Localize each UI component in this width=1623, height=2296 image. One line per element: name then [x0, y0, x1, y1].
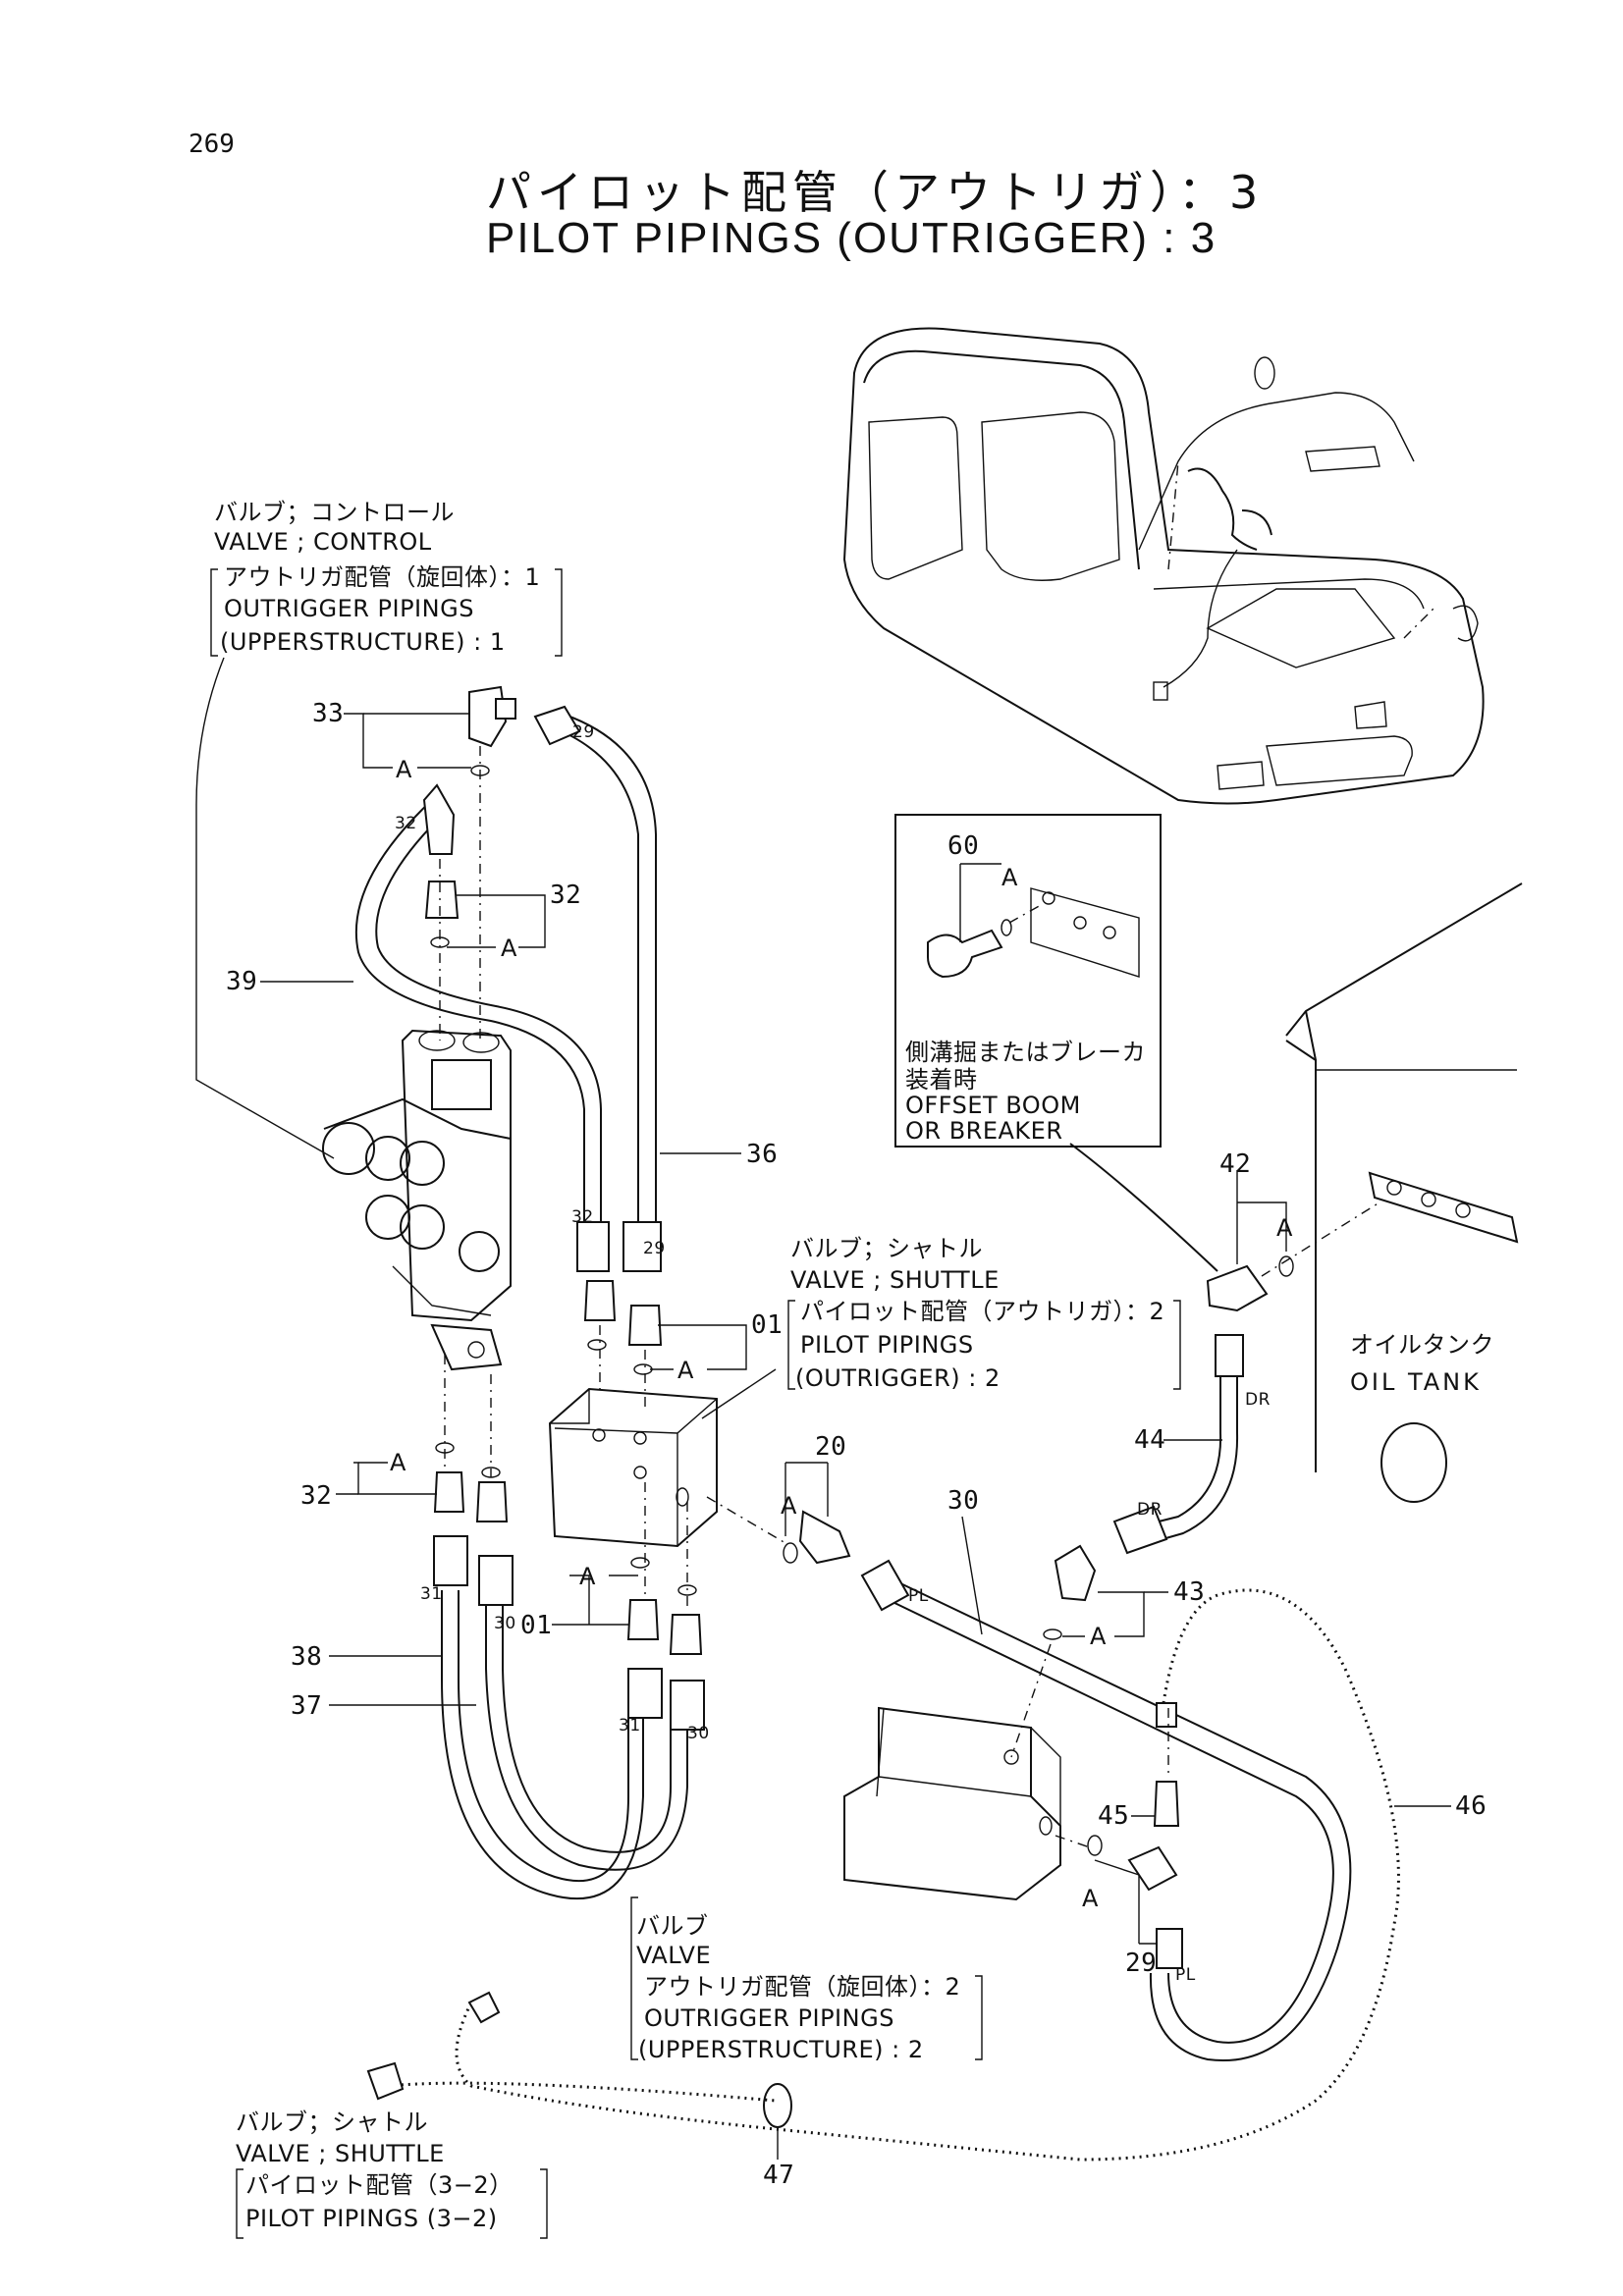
note-shuttle-valve-jp: バルブ；シャトル: [790, 1235, 983, 1262]
callout-60: 60: [947, 831, 980, 861]
label-a: A: [501, 934, 517, 962]
note-shuttle-valve-ref-en2: (OUTRIGGER) : 2: [795, 1364, 1001, 1392]
callout-32-lower: 32: [300, 1481, 333, 1511]
note-shuttle-valve-2-en: VALVE ; SHUTTLE: [236, 2140, 445, 2167]
label-hose-29: 29: [643, 1239, 666, 1258]
label-hose-31: 31: [619, 1716, 641, 1735]
note-brackets: [210, 568, 1181, 2239]
note-shuttle-valve-2-jp: バルブ；シャトル: [236, 2109, 428, 2136]
callout-45: 45: [1098, 1801, 1130, 1831]
note-control-valve-ref-en1: OUTRIGGER PIPINGS: [224, 595, 474, 622]
note-offset-boom-en2: OR BREAKER: [905, 1117, 1063, 1145]
label-a: A: [1082, 1885, 1099, 1912]
label-dr: DR: [1137, 1500, 1163, 1520]
note-shuttle-valve-ref-en1: PILOT PIPINGS: [800, 1331, 974, 1359]
callout-33: 33: [312, 699, 345, 728]
callout-20: 20: [815, 1432, 847, 1462]
note-control-valve-ref-en2: (UPPERSTRUCTURE) : 1: [220, 628, 506, 656]
page-number: 269: [189, 130, 235, 159]
note-control-valve-ref-jp: アウトリガ配管（旋回体）：1: [224, 563, 541, 591]
note-oil-tank-jp: オイルタンク: [1350, 1331, 1494, 1359]
callout-32-upper: 32: [550, 881, 582, 910]
label-hose-31: 31: [420, 1584, 443, 1604]
label-a: A: [781, 1492, 797, 1520]
label-a: A: [1001, 864, 1018, 891]
note-offset-boom-jp2: 装着時: [905, 1066, 978, 1094]
offset-boom-inset: [894, 814, 1162, 1148]
note-offset-boom-en1: OFFSET BOOM: [905, 1092, 1081, 1119]
label-pl: PL: [1175, 1965, 1196, 1985]
title-japanese: パイロット配管（アウトリガ）：3: [486, 166, 1265, 219]
label-hose-30: 30: [494, 1614, 516, 1633]
control-valve: [322, 1029, 512, 1371]
label-hose-30: 30: [687, 1724, 710, 1743]
callout-38: 38: [291, 1642, 323, 1672]
callout-01-upper: 01: [751, 1310, 784, 1340]
callout-44: 44: [1134, 1425, 1166, 1455]
note-offset-boom-jp1: 側溝掘またはブレーカ: [905, 1039, 1146, 1066]
title-english: PILOT PIPINGS (OUTRIGGER) : 3: [486, 214, 1217, 262]
excavator-upperstructure: [842, 327, 1485, 805]
label-a: A: [677, 1357, 694, 1384]
note-shuttle-valve-en: VALVE ; SHUTTLE: [790, 1266, 1000, 1294]
label-a: A: [390, 1449, 406, 1476]
fittings: [366, 685, 1269, 2128]
callout-37: 37: [291, 1691, 323, 1721]
note-valve-ref-jp: アウトリガ配管（旋回体）：2: [644, 1973, 961, 2001]
callout-36: 36: [746, 1140, 779, 1169]
note-shuttle-valve-ref-jp: パイロット配管（アウトリガ）：2: [800, 1298, 1165, 1325]
shuttle-valve-block: [548, 1387, 718, 1548]
note-oil-tank-en: OIL TANK: [1350, 1368, 1482, 1396]
callout-39: 39: [226, 967, 258, 996]
callout-29: 29: [1125, 1949, 1158, 1978]
leader-lines: [195, 657, 1451, 2160]
note-valve-en: VALVE: [636, 1942, 712, 1969]
label-hose-32: 32: [395, 814, 417, 833]
valve-block-2: [843, 1706, 1061, 1901]
label-a: A: [579, 1563, 596, 1590]
callout-43: 43: [1173, 1577, 1206, 1607]
note-valve-ref-en1: OUTRIGGER PIPINGS: [644, 2004, 894, 2032]
callout-47: 47: [763, 2161, 795, 2190]
label-pl: PL: [908, 1586, 929, 1606]
note-control-valve-jp: バルブ；コントロール: [214, 499, 455, 526]
label-hose-29: 29: [572, 722, 595, 742]
label-dr: DR: [1245, 1390, 1271, 1410]
note-shuttle-valve-2-ref-en: PILOT PIPINGS (3−2): [245, 2205, 498, 2232]
note-valve-jp: バルブ: [636, 1912, 709, 1940]
callout-30: 30: [947, 1486, 980, 1516]
label-a: A: [1276, 1214, 1293, 1242]
callout-01-lower: 01: [520, 1611, 553, 1640]
callout-42: 42: [1219, 1149, 1252, 1179]
oil-tank: [1285, 882, 1523, 1503]
label-a: A: [1090, 1623, 1107, 1650]
callout-46: 46: [1455, 1791, 1488, 1821]
note-control-valve-en: VALVE ; CONTROL: [214, 528, 432, 556]
hoses: [354, 714, 1400, 2162]
label-a: A: [396, 756, 412, 783]
label-hose-32: 32: [571, 1207, 594, 1227]
note-shuttle-valve-2-ref-jp: パイロット配管（3−2）: [245, 2171, 514, 2199]
note-valve-ref-en2: (UPPERSTRUCTURE) : 2: [638, 2036, 924, 2063]
